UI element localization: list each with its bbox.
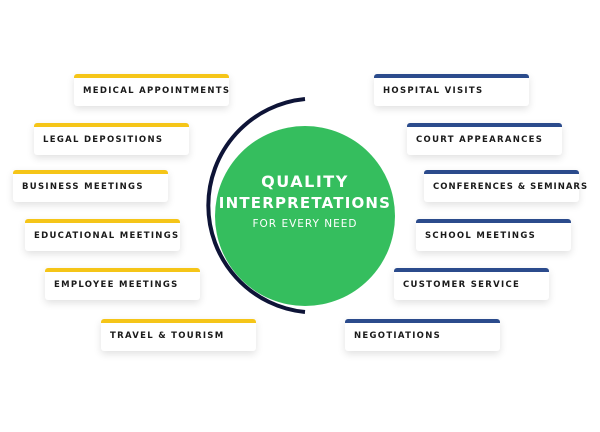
card-employee-meetings: EMPLOYEE MEETINGS <box>45 268 200 300</box>
card-label: CUSTOMER SERVICE <box>403 280 521 290</box>
card-label: CONFERENCES & SEMINARS <box>433 182 589 192</box>
card-court-appearances: COURT APPEARANCES <box>407 123 562 155</box>
card-label: LEGAL DEPOSITIONS <box>43 135 164 145</box>
center-title-line2: INTERPRETATIONS <box>218 194 392 212</box>
card-label: SCHOOL MEETINGS <box>425 231 537 241</box>
center-title-line1: QUALITY <box>261 172 349 191</box>
card-label: TRAVEL & TOURISM <box>110 331 225 341</box>
card-business-meetings: BUSINESS MEETINGS <box>13 170 168 202</box>
center-subtitle: FOR EVERY NEED <box>252 218 358 230</box>
card-negotiations: NEGOTIATIONS <box>345 319 500 351</box>
card-legal-depositions: LEGAL DEPOSITIONS <box>34 123 189 155</box>
card-label: COURT APPEARANCES <box>416 135 544 145</box>
card-label: BUSINESS MEETINGS <box>22 182 144 192</box>
card-label: HOSPITAL VISITS <box>383 86 484 96</box>
card-hospital-visits: HOSPITAL VISITS <box>374 74 529 106</box>
card-travel-tourism: TRAVEL & TOURISM <box>101 319 256 351</box>
card-customer-service: CUSTOMER SERVICE <box>394 268 549 300</box>
card-label: MEDICAL APPOINTMENTS <box>83 86 231 96</box>
card-medical-appointments: MEDICAL APPOINTMENTS <box>74 74 229 106</box>
card-conferences-seminars: CONFERENCES & SEMINARS <box>424 170 587 202</box>
center-circle: QUALITY INTERPRETATIONS FOR EVERY NEED <box>215 126 395 306</box>
card-school-meetings: SCHOOL MEETINGS <box>416 219 571 251</box>
card-label: EMPLOYEE MEETINGS <box>54 280 179 290</box>
card-label: EDUCATIONAL MEETINGS <box>34 231 180 241</box>
card-label: NEGOTIATIONS <box>354 331 442 341</box>
card-educational-meetings: EDUCATIONAL MEETINGS <box>25 219 180 251</box>
